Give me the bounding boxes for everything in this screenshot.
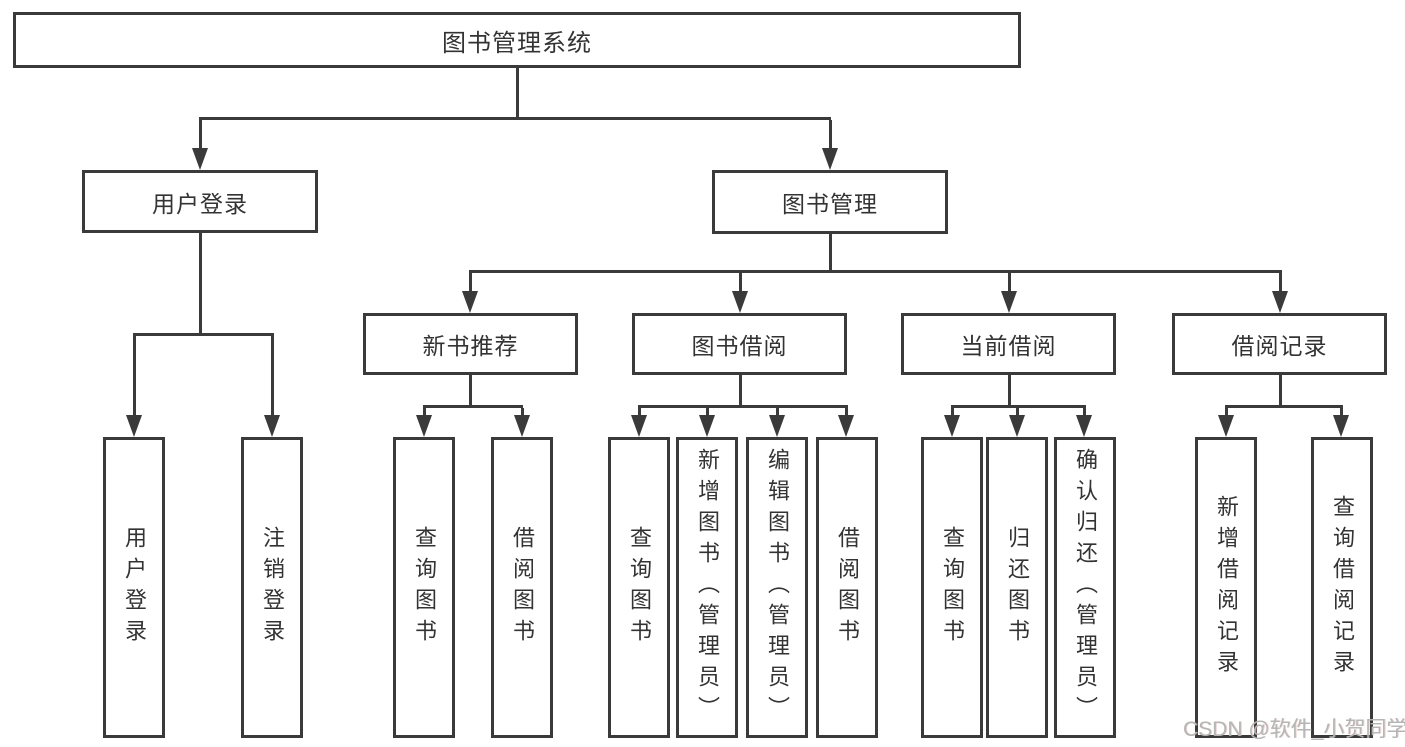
connector-splitter [638,405,848,408]
leaf-label: 编辑图书（管理员） [765,448,790,727]
arrow-down-icon [1076,415,1092,437]
leaf-label: 查询图书 [940,525,965,650]
connector-stem [1279,375,1282,408]
leaf-label: 注销登录 [260,525,285,650]
arrow-down-icon [1333,415,1349,437]
arrow-down-icon [699,415,715,437]
connector-drop [1340,408,1343,420]
connector-drop [133,336,136,418]
leaf-borrow-books-recommend: 借阅图书 [491,437,553,738]
leaf-user-login: 用户登录 [103,437,165,738]
connector-book-management-stem [829,234,832,273]
connector-root-splitter [199,117,831,120]
node-library-management-system: 图书管理系统 [13,12,1021,68]
connector-stem [739,375,742,408]
node-user-login: 用户登录 [82,170,318,233]
node-current-borrowing: 当前借阅 [901,313,1116,375]
leaf-label: 确认归还（管理员） [1073,448,1098,727]
node-book-borrowing: 图书借阅 [632,313,847,375]
connector-drop [951,408,954,420]
leaf-label: 借阅图书 [510,525,535,650]
leaf-label: 查询图书 [412,525,437,650]
connector-splitter [423,405,523,408]
connector-book-management-splitter [469,270,1282,273]
leaf-query-books-current: 查询图书 [921,437,983,738]
leaf-label: 借阅图书 [835,525,860,650]
leaf-add-borrow-record: 新增借阅记录 [1195,437,1257,738]
connector-drop [1016,408,1019,420]
connector-stem [1008,375,1011,408]
connector-drop [1083,408,1086,420]
arrow-down-icon [264,415,280,437]
connector-drop [739,273,742,293]
arrow-down-icon [192,148,208,170]
connector-drop [638,408,641,420]
arrow-down-icon [462,291,478,313]
leaf-label: 查询图书 [627,525,652,650]
leaf-label: 新增图书（管理员） [695,448,720,727]
arrow-down-icon [1009,415,1025,437]
leaf-confirm-return-admin: 确认归还（管理员） [1054,437,1116,738]
connector-drop [1279,273,1282,293]
leaf-label: 用户登录 [122,525,147,650]
node-new-book-recommendation: 新书推荐 [363,313,578,375]
arrow-down-icon [1218,415,1234,437]
connector-user-login-stem [199,233,202,336]
arrow-down-icon [1272,291,1288,313]
connector-user-login-drop [199,120,202,152]
leaf-borrow-books-borrowing: 借阅图书 [816,437,878,738]
csdn-watermark: CSDN @软件_小贺同学 [1183,718,1405,741]
arrow-down-icon [769,415,785,437]
connector-drop [776,408,779,420]
connector-drop [1008,273,1011,293]
connector-drop [706,408,709,420]
arrow-down-icon [631,415,647,437]
connector-drop [1225,408,1228,420]
leaf-return-books: 归还图书 [986,437,1048,738]
leaf-label: 新增借阅记录 [1214,494,1239,681]
connector-book-management-drop [829,120,832,152]
leaf-label: 归还图书 [1005,525,1030,650]
leaf-edit-books-admin: 编辑图书（管理员） [746,437,808,738]
arrow-down-icon [1001,291,1017,313]
connector-splitter [1225,405,1343,408]
connector-splitter [951,405,1086,408]
leaf-query-books-recommend: 查询图书 [393,437,455,738]
arrow-down-icon [514,415,530,437]
arrow-down-icon [416,415,432,437]
leaf-query-borrow-record: 查询借阅记录 [1311,437,1373,738]
connector-root-stem [516,68,519,120]
connector-drop [423,408,426,420]
leaf-query-books-borrowing: 查询图书 [608,437,670,738]
connector-drop [521,408,524,420]
connector-drop [469,273,472,293]
node-book-management: 图书管理 [712,170,948,234]
connector-drop [271,336,274,418]
node-borrowing-records: 借阅记录 [1172,313,1387,375]
leaf-add-books-admin: 新增图书（管理员） [676,437,738,738]
connector-stem [469,375,472,408]
leaf-logout: 注销登录 [241,437,303,738]
leaf-label: 查询借阅记录 [1330,494,1355,681]
arrow-down-icon [838,415,854,437]
arrow-down-icon [732,291,748,313]
connector-drop [845,408,848,420]
connector-user-login-splitter [133,333,274,336]
arrow-down-icon [822,148,838,170]
arrow-down-icon [944,415,960,437]
arrow-down-icon [126,415,142,437]
